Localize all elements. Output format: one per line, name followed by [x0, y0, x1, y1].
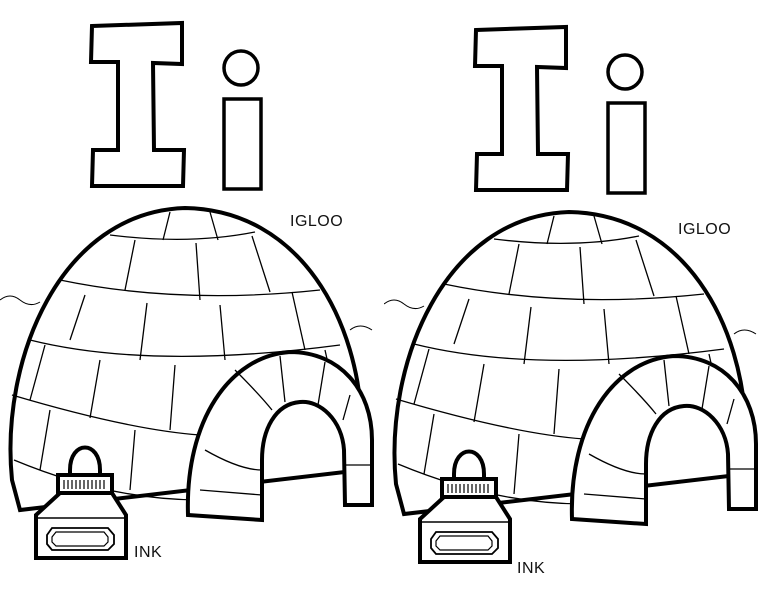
- igloo-dome: [392, 209, 748, 517]
- lowercase-i-stem: [606, 101, 647, 195]
- ground-line: [349, 325, 373, 331]
- ink-bottle-icon: [418, 449, 512, 564]
- word-label-igloo: IGLOO: [290, 213, 344, 230]
- panel-artwork: [0, 20, 374, 560]
- word-label-ink: INK: [134, 544, 163, 561]
- panel-artwork: [384, 24, 758, 564]
- ground-line: [733, 329, 757, 335]
- igloo-entrance: [569, 353, 758, 527]
- ground-line: [384, 299, 425, 310]
- coloring-panel-right: IGLOO INK: [384, 0, 768, 594]
- uppercase-letter-i: [88, 20, 187, 188]
- lowercase-i-dot: [606, 53, 644, 91]
- igloo-entrance: [185, 349, 374, 523]
- lowercase-i-dot: [222, 49, 260, 87]
- ground-line: [0, 295, 41, 306]
- lowercase-i-stem: [222, 97, 263, 191]
- word-label-igloo: IGLOO: [678, 221, 732, 238]
- coloring-panel-left: IGLOO INK: [0, 20, 374, 561]
- uppercase-letter-i: [472, 24, 571, 192]
- word-label-ink: INK: [517, 560, 546, 577]
- ink-bottle-icon: [34, 445, 128, 560]
- igloo-dome: [8, 205, 364, 513]
